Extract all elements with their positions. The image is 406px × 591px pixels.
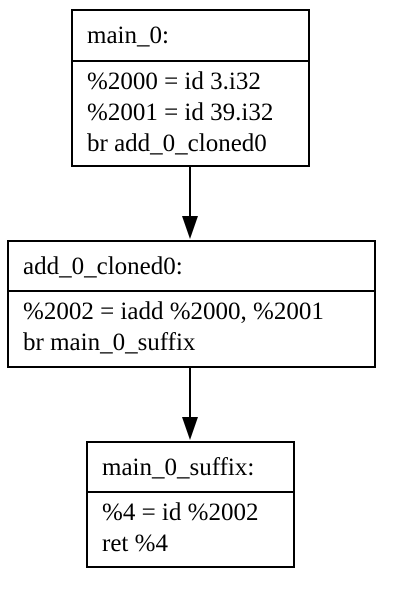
block-main-0: main_0: %2000 = id 3.i32 %2001 = id 39.i… bbox=[71, 9, 310, 167]
instruction-line: %4 = id %2002 bbox=[102, 499, 259, 526]
block-label: main_0: bbox=[73, 11, 308, 62]
instruction-line: %2002 = iadd %2000, %2001 bbox=[23, 298, 324, 325]
instruction-line: br add_0_cloned0 bbox=[87, 130, 267, 157]
instruction-line: %2001 = id 39.i32 bbox=[87, 99, 274, 126]
block-label: main_0_suffix: bbox=[88, 443, 293, 493]
block-instructions: %2000 = id 3.i32 %2001 = id 39.i32 br ad… bbox=[73, 62, 308, 159]
block-main-0-suffix: main_0_suffix: %4 = id %2002 ret %4 bbox=[86, 441, 295, 568]
edge-main-0-to-add-0-cloned0 bbox=[182, 167, 198, 239]
block-instructions: %4 = id %2002 ret %4 bbox=[88, 493, 293, 559]
instruction-line: br main_0_suffix bbox=[23, 329, 196, 356]
block-instructions: %2002 = iadd %2000, %2001 br main_0_suff… bbox=[9, 292, 374, 358]
arrowhead-icon bbox=[182, 216, 198, 239]
block-add-0-cloned0: add_0_cloned0: %2002 = iadd %2000, %2001… bbox=[7, 240, 376, 368]
instruction-line: ret %4 bbox=[102, 530, 168, 557]
instruction-line: %2000 = id 3.i32 bbox=[87, 68, 261, 95]
edge-add-0-cloned0-to-main-0-suffix bbox=[182, 368, 198, 440]
block-label: add_0_cloned0: bbox=[9, 242, 374, 292]
arrowhead-icon bbox=[182, 417, 198, 440]
